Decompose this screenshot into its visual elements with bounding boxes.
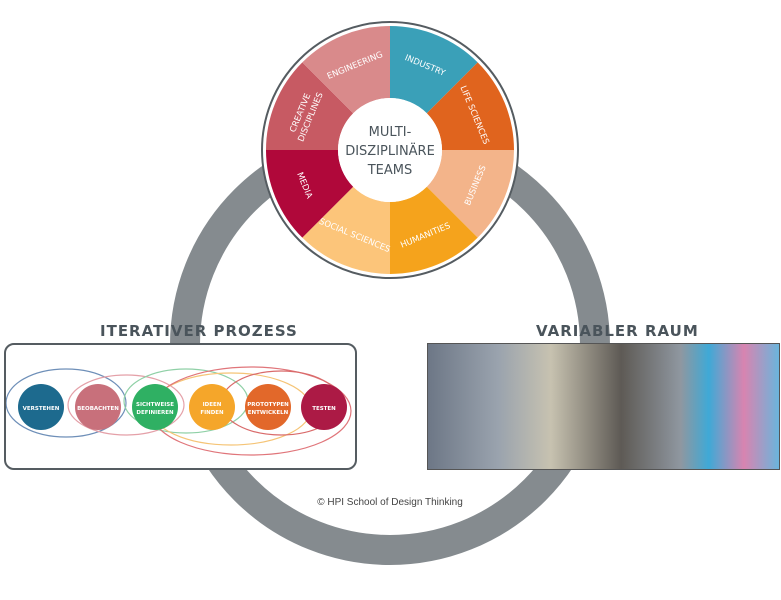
step-circle [75, 384, 121, 430]
step-label: DEFINIEREN [136, 410, 174, 416]
center-title: TEAMS [367, 163, 413, 178]
process-box: VERSTEHEN BEOBACHTEN SICHTWEISE DEFINIEREN I… [4, 343, 357, 470]
step-label: VERSTEHEN [23, 406, 60, 412]
step-label: ENTWICKELN [248, 410, 289, 416]
segment-industry [390, 26, 478, 114]
workspace-photo [427, 343, 780, 470]
process-steps: VERSTEHEN BEOBACHTEN SICHTWEISE DEFINIEREN I… [5, 366, 352, 456]
step-circle [301, 384, 347, 430]
step-label: IDEEN [203, 402, 222, 408]
step-label: PROTOTYPEN [247, 402, 289, 408]
step-circle [245, 384, 291, 430]
iteration-loop [5, 368, 127, 438]
iteration-loop [67, 374, 185, 436]
step-circle [189, 384, 235, 430]
step-label: TESTEN [312, 406, 336, 412]
wheel-center [338, 98, 442, 202]
segment-engineering [302, 26, 390, 114]
step-circle [132, 384, 178, 430]
center-title: DISZIPLINÄRE [345, 143, 435, 159]
iterative-process-heading: ITERATIVER PROZESS [100, 322, 298, 340]
segment-humanities [390, 186, 478, 274]
step-label: BEOBACHTEN [77, 406, 119, 412]
step-circle [18, 384, 64, 430]
variable-space-heading: VARIABLER RAUM [536, 322, 699, 340]
segment-business [426, 150, 514, 238]
step-label: SICHTWEISE [136, 402, 174, 408]
segment-creative-disciplines [266, 62, 354, 151]
center-title: MULTI- [369, 125, 412, 140]
segment-media [266, 150, 354, 238]
copyright: © HPI School of Design Thinking [317, 497, 463, 508]
segment-life-sciences [426, 62, 514, 151]
segment-social-sciences [302, 186, 390, 274]
step-label: FINDEN [200, 410, 224, 416]
